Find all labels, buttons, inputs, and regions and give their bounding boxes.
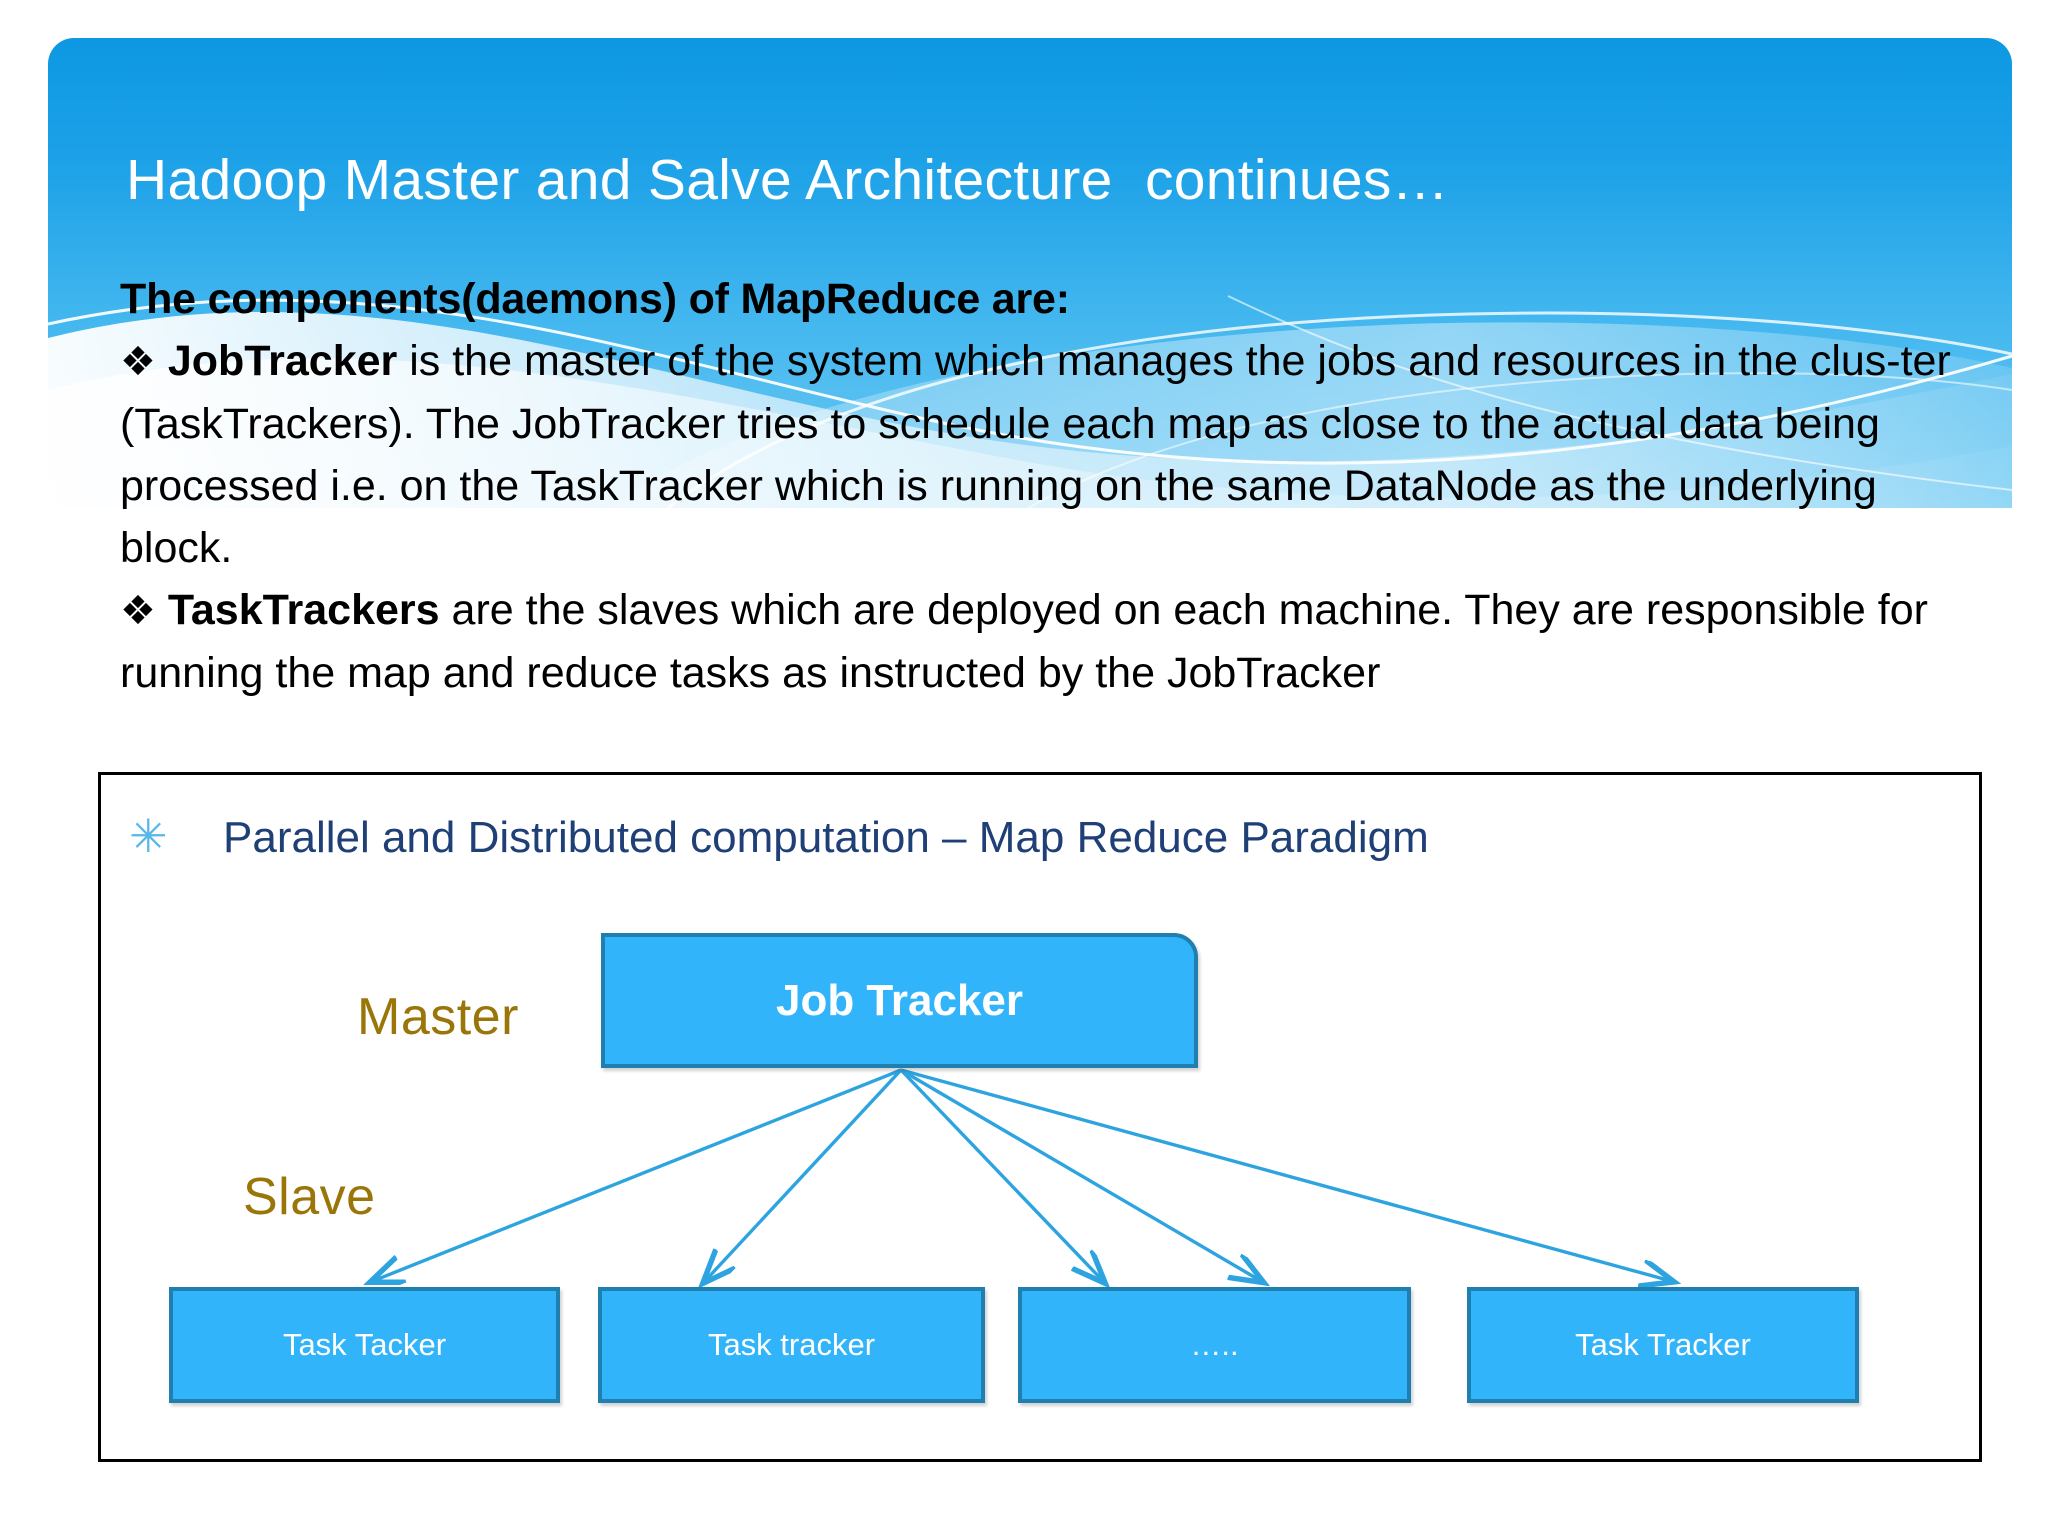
bullet-tasktrackers: ❖ TaskTrackers are the slaves which are … [120,579,2000,704]
lead-line: The components(daemons) of MapReduce are… [120,268,2000,330]
body-text: The components(daemons) of MapReduce are… [120,268,2000,704]
node-task-tracker-ellipsis[interactable]: ….. [1018,1287,1411,1403]
diamond-bullet-icon: ❖ [120,588,156,634]
page-title: Hadoop Master and Salve Architecture con… [126,148,1449,212]
diamond-bullet-icon: ❖ [120,339,156,385]
node-job-tracker[interactable]: Job Tracker [601,933,1198,1068]
node-task-tracker-4[interactable]: Task Tracker [1467,1287,1859,1403]
asterisk-bullet-icon: ✳ [129,809,168,863]
lead-text: The components(daemons) of MapReduce are… [120,275,1070,323]
bullet-term: TaskTrackers [167,586,440,634]
bullet-term: JobTracker [167,337,398,385]
bullet-body: are the slaves which are deployed on eac… [120,586,1928,697]
title-banner [48,38,2012,508]
diagram-heading: Parallel and Distributed computation – M… [223,813,1429,862]
node-task-tracker-1[interactable]: Task Tacker [169,1287,560,1403]
diagram-panel: ✳ Parallel and Distributed computation –… [98,772,1982,1462]
bullet-body: is the master of the system which manage… [120,337,1951,572]
master-label: Master [357,988,519,1046]
slave-label: Slave [243,1168,376,1226]
banner-wave-decoration [48,295,2012,508]
node-task-tracker-2[interactable]: Task tracker [598,1287,985,1403]
bullet-jobtracker: ❖ JobTracker is the master of the system… [120,330,2000,579]
